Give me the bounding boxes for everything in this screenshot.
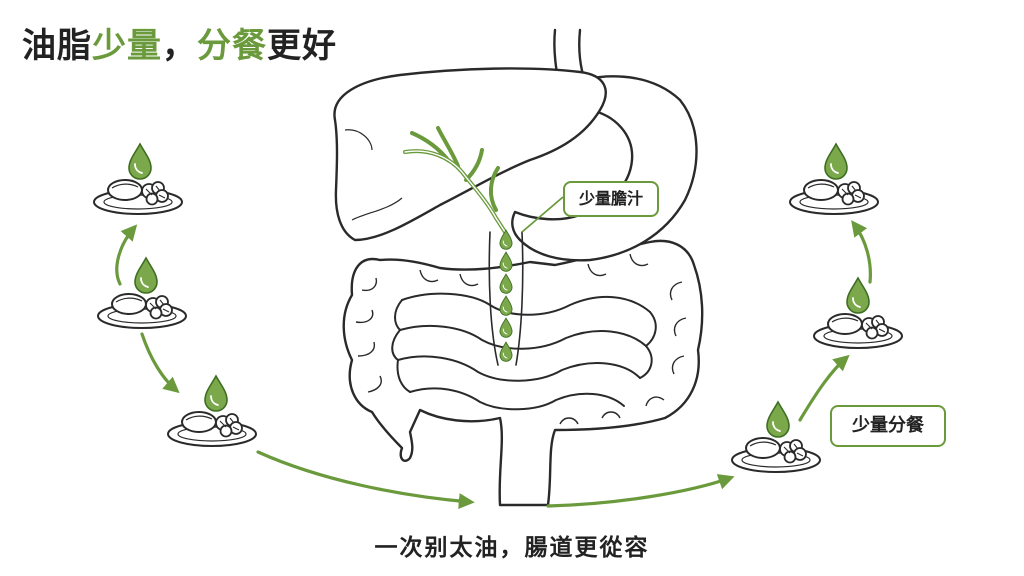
oil-drop-icon <box>766 401 790 438</box>
arrow-icon <box>546 474 735 508</box>
arrow-icon <box>115 224 138 286</box>
plate-icon <box>93 179 183 215</box>
arrow-icon <box>798 354 850 422</box>
oil-drop-icon <box>846 277 870 314</box>
title-part-5: 更好 <box>267 26 337 66</box>
plate-icon <box>97 293 187 329</box>
plate-icon <box>167 411 257 447</box>
oil-drop-icon <box>824 143 848 180</box>
bile-drop-icon <box>499 229 513 250</box>
title-part-2: 少量 <box>92 26 162 66</box>
plate-icon <box>813 313 903 349</box>
plate-icon <box>789 179 879 215</box>
bile-leader-line <box>521 196 564 233</box>
small-intestine <box>391 292 657 411</box>
bottom-caption: 一次别太油，腸道更從容 <box>374 535 650 561</box>
plate-icon <box>731 437 821 473</box>
page-title: 油脂少量，分餐更好 <box>22 18 337 67</box>
colon-haustra <box>355 253 687 425</box>
title-part-1: 油脂 <box>22 26 92 66</box>
liver-outline <box>333 67 607 242</box>
bile-drop-icon <box>499 251 513 272</box>
oil-drop-icon <box>128 143 152 180</box>
title-part-3: ， <box>162 26 197 66</box>
arrow-icon <box>851 220 872 284</box>
bile-label: 少量膽汁 <box>563 181 659 217</box>
arrow-icon <box>140 332 180 394</box>
arrow-icon <box>256 450 475 510</box>
oil-drop-icon <box>134 257 158 294</box>
title-part-4: 分餐 <box>197 26 267 66</box>
small-meals-label: 少量分餐 <box>830 405 946 447</box>
oil-drop-icon <box>204 375 228 412</box>
